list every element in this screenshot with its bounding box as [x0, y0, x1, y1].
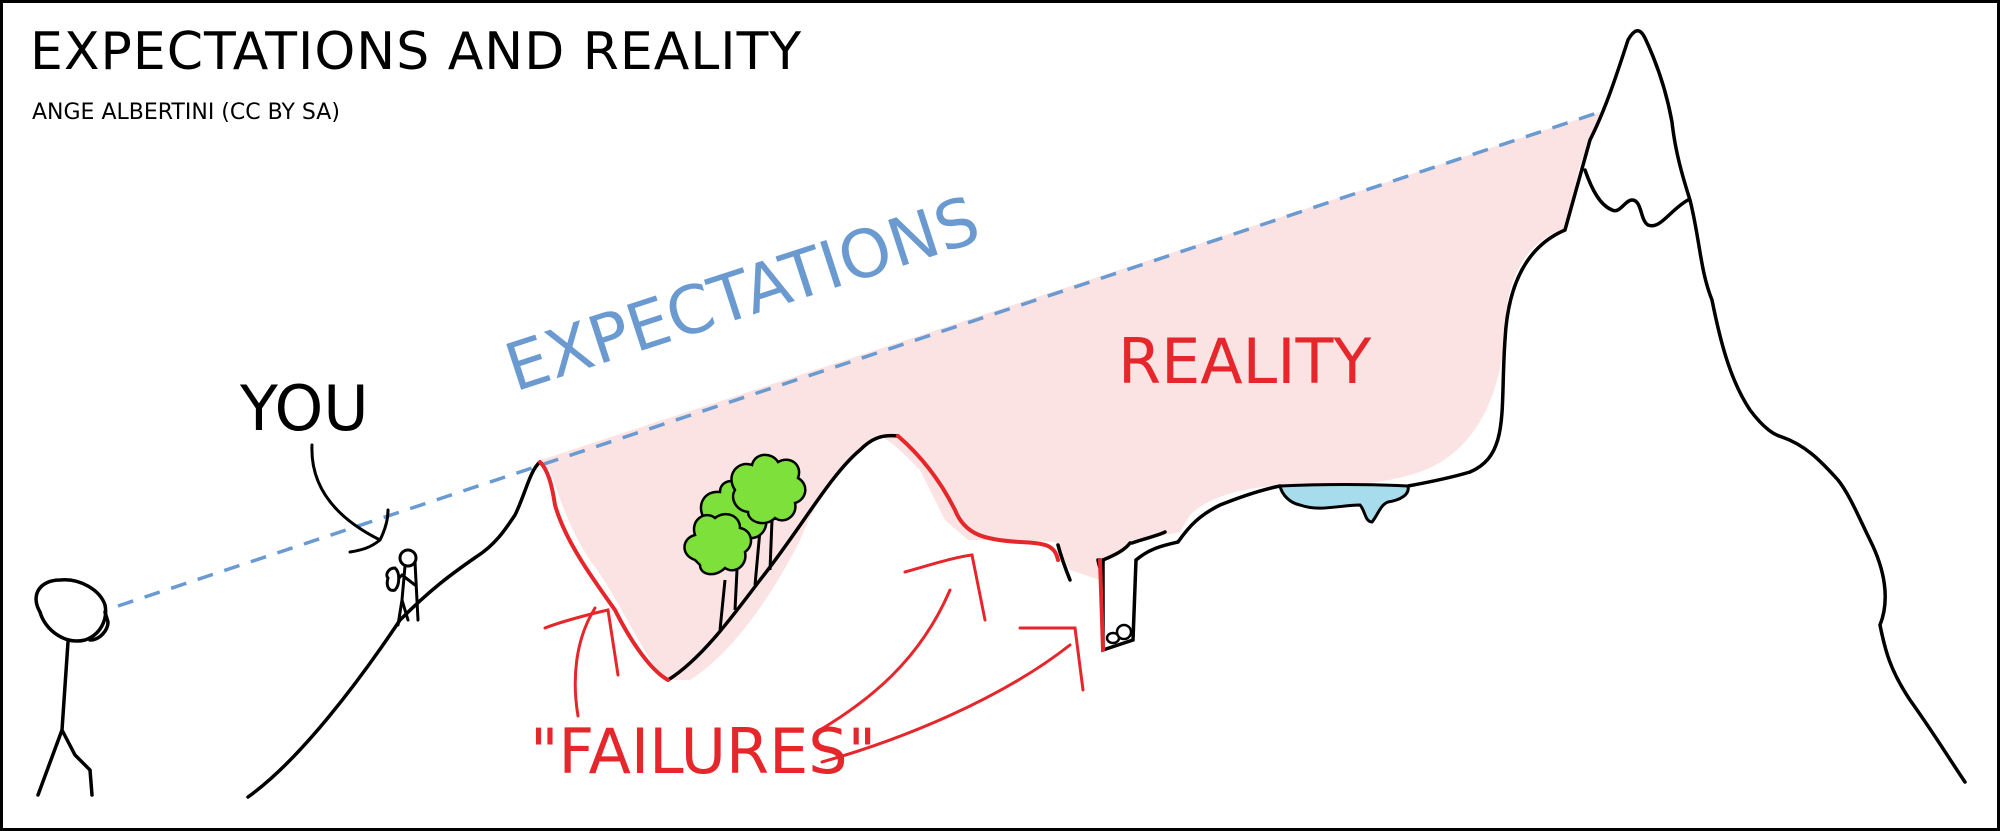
failure-segments	[538, 434, 1105, 682]
reality-label: REALITY	[1118, 325, 1372, 398]
rock	[1115, 623, 1133, 641]
right-mountain	[1468, 29, 1967, 784]
middle-mountain	[666, 433, 900, 682]
reality-area	[535, 112, 1600, 680]
lake-shore	[1407, 470, 1471, 488]
cliff	[1101, 484, 1282, 653]
failure-arrows	[543, 553, 1085, 764]
you-arrow	[310, 443, 390, 554]
comic-credit: ANGE ALBERTINI (CC BY SA)	[32, 100, 340, 125]
comic-title: EXPECTATIONS AND REALITY	[30, 22, 803, 82]
you-label: YOU	[240, 372, 369, 445]
left-mountain	[246, 460, 542, 799]
lake	[1278, 483, 1410, 524]
hiker-figure	[385, 548, 420, 627]
expectations-line	[117, 110, 1601, 608]
tree	[730, 453, 807, 525]
failures-label: "FAILURES"	[530, 715, 877, 788]
trees	[683, 453, 807, 631]
tree	[683, 512, 753, 576]
snow-line	[1583, 168, 1690, 228]
stick-figure	[34, 578, 110, 797]
